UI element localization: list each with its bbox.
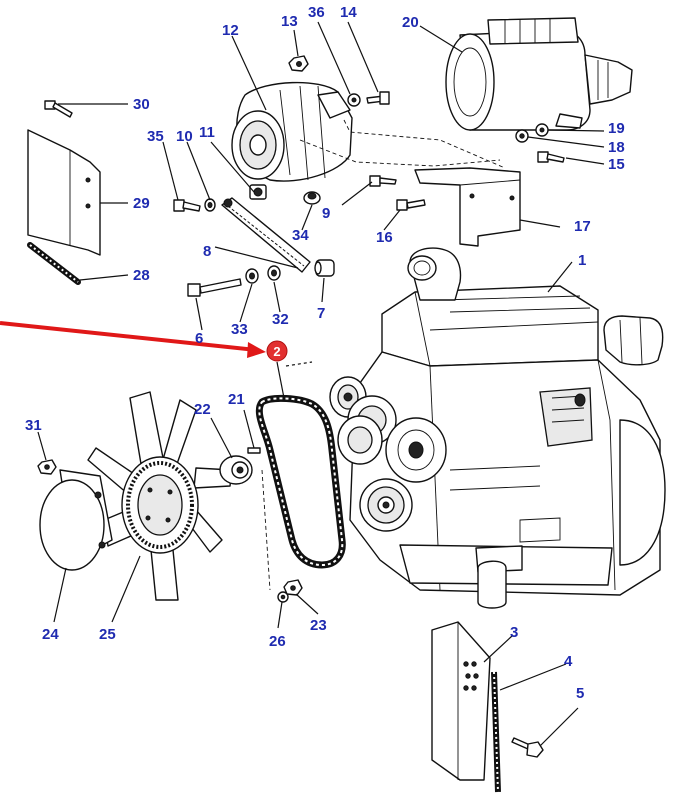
callout-24: 24	[42, 626, 59, 643]
spacer-7	[314, 259, 335, 277]
callout-26: 26	[269, 633, 286, 650]
washer-32	[267, 265, 281, 281]
bracket-17	[414, 167, 521, 247]
callout-25: 25	[99, 626, 116, 643]
leader-lines	[37, 21, 605, 747]
callout-10: 10	[176, 128, 193, 145]
callout-3: 3	[510, 624, 518, 641]
starter-motor	[445, 17, 633, 131]
callout-31: 31	[25, 417, 42, 434]
callout-7: 7	[317, 305, 325, 322]
cover-plate-3	[431, 621, 491, 781]
bolt-15	[537, 151, 565, 163]
callout-17: 17	[574, 218, 591, 235]
washer-36	[347, 93, 361, 107]
nut-13	[288, 55, 309, 72]
callout-6: 6	[195, 330, 203, 347]
stud-21	[247, 447, 261, 454]
side-cover-plate	[27, 129, 101, 256]
callout-1: 1	[578, 252, 586, 269]
callout-36: 36	[308, 4, 325, 21]
callout-11: 11	[199, 124, 215, 141]
callout-30: 30	[133, 96, 150, 113]
bolt-5	[511, 737, 544, 758]
callout-labels: 1 3 4 5 6 7 8 9 10 11 12 13 14 15 16 17 …	[25, 4, 625, 702]
cooling-fan	[87, 391, 233, 601]
callout-18: 18	[608, 139, 625, 156]
callout-35: 35	[147, 128, 164, 145]
callout-32: 32	[272, 311, 289, 328]
nut-19	[535, 123, 549, 137]
highlight-badge: 2	[266, 340, 288, 362]
spacer-34	[303, 191, 321, 205]
adjusting-link-8	[221, 197, 311, 273]
callout-12: 12	[222, 22, 239, 39]
callout-34: 34	[292, 227, 309, 244]
bolt-14	[366, 91, 390, 105]
bolt-16	[396, 199, 426, 211]
callout-8: 8	[203, 243, 211, 260]
seal-strip-4	[491, 671, 501, 793]
washer-18	[515, 129, 529, 143]
callout-9: 9	[322, 205, 330, 222]
callout-19: 19	[608, 120, 625, 137]
bolt-9	[369, 175, 397, 187]
washer-33	[245, 268, 259, 284]
callout-13: 13	[281, 13, 298, 30]
highlight-badge-label: 2	[273, 344, 280, 359]
callout-5: 5	[576, 685, 584, 702]
callout-33: 33	[231, 321, 248, 338]
callout-22: 22	[194, 401, 211, 418]
bolt-30	[44, 100, 73, 118]
callout-20: 20	[402, 14, 419, 31]
callout-16: 16	[376, 229, 393, 246]
highlight-arrow	[0, 321, 266, 358]
fan-belt	[255, 394, 346, 569]
alternator	[231, 81, 353, 200]
callout-14: 14	[340, 4, 357, 21]
side-cover-plate-group	[27, 100, 101, 285]
bolt-6	[187, 278, 242, 297]
callout-28: 28	[133, 267, 150, 284]
callout-4: 4	[564, 653, 573, 670]
washer-26	[277, 591, 289, 603]
fan-hub-spacer	[39, 469, 113, 571]
fan-pulley-hub	[219, 455, 253, 485]
nut-31	[37, 459, 57, 475]
callout-21: 21	[228, 391, 245, 408]
engine-block	[329, 247, 666, 609]
callout-29: 29	[133, 195, 150, 212]
callout-15: 15	[608, 156, 625, 173]
bolt-35	[173, 198, 216, 212]
callout-23: 23	[310, 617, 327, 634]
